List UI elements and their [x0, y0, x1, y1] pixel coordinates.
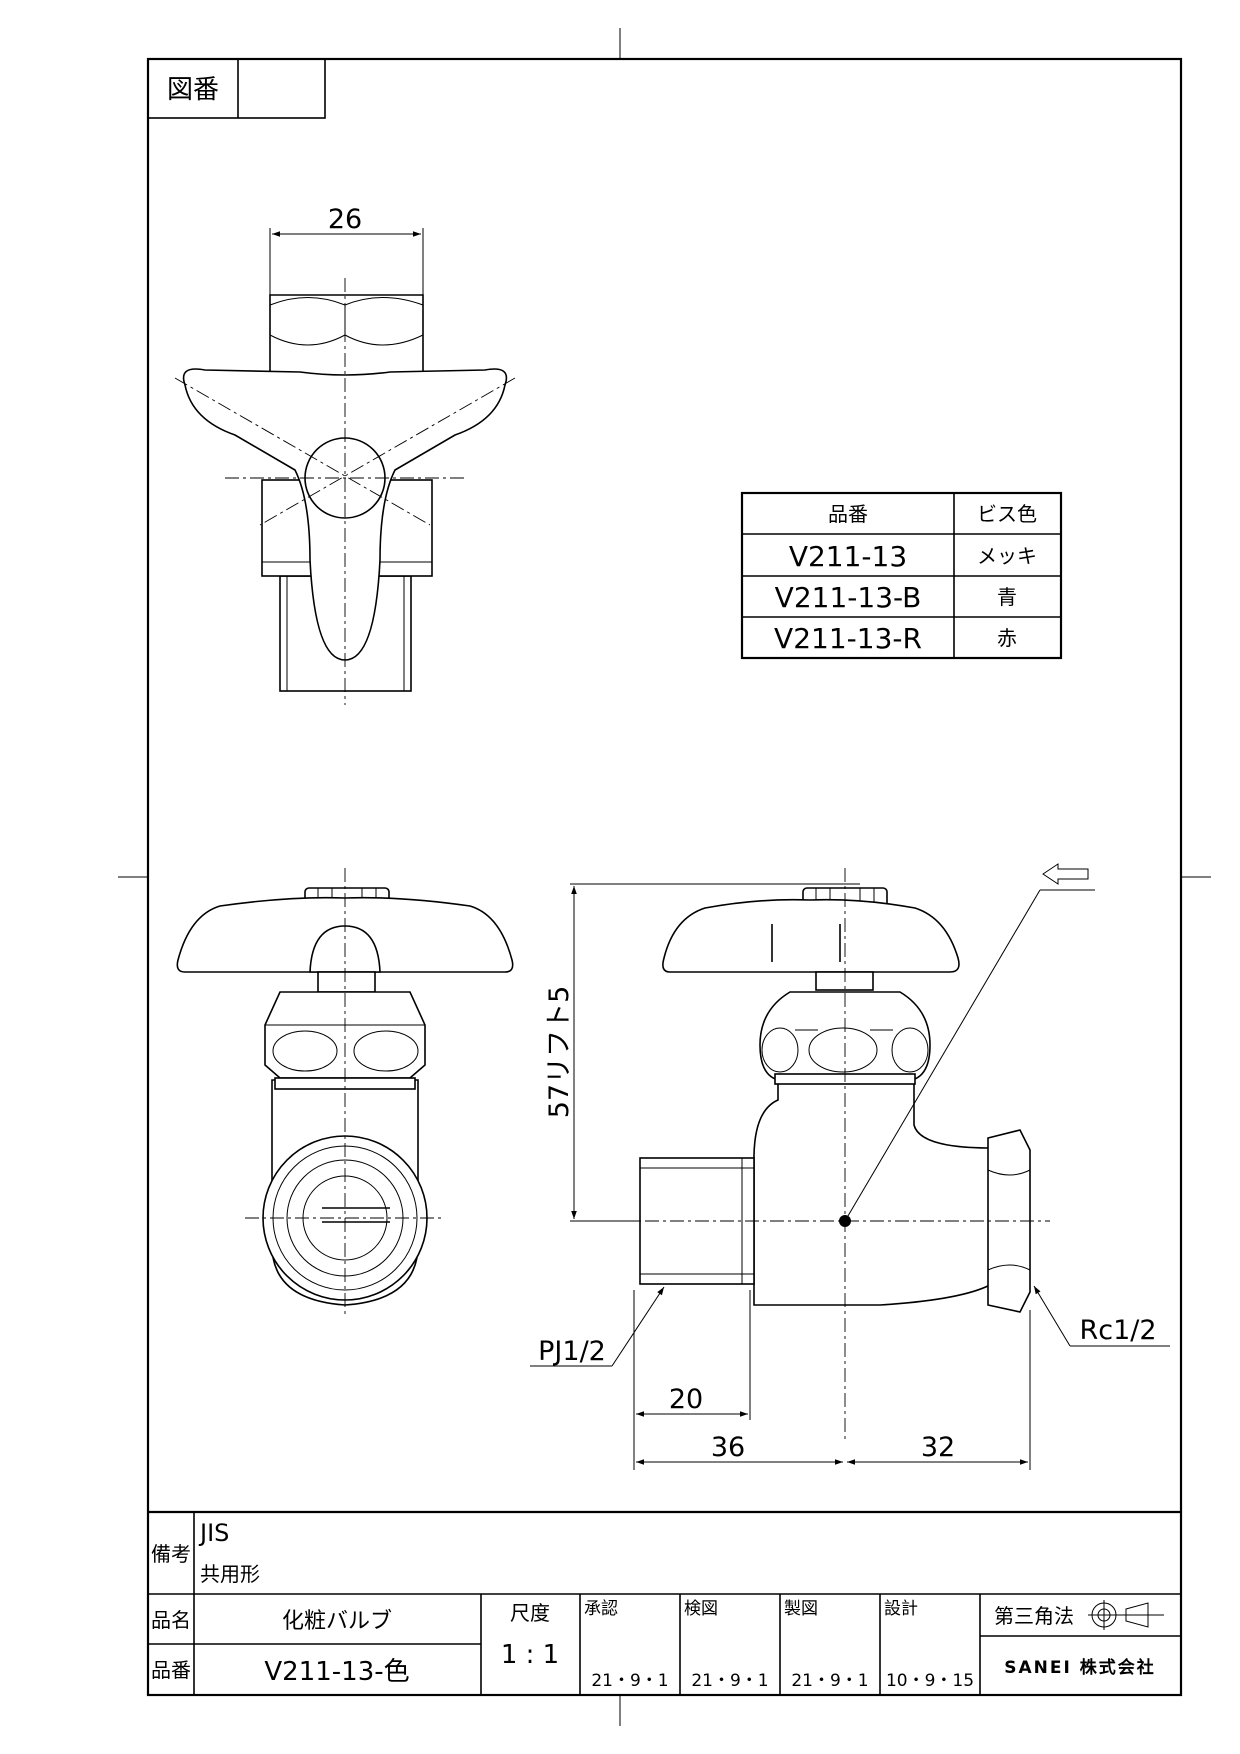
designed-date: 10・9・15: [886, 1671, 974, 1691]
side-view: 57リフト5 PJ1/2 Rc1/2 20 36 32: [530, 863, 1170, 1470]
remarks-line2: 共用形: [200, 1562, 260, 1586]
table-cell-color: メッキ: [977, 544, 1037, 568]
remarks-line1: JIS: [198, 1519, 229, 1547]
table-cell-part: V211-13: [789, 540, 907, 573]
dim-right-length: 32: [921, 1432, 955, 1463]
dim-top-width: 26: [328, 204, 362, 235]
table-cell-part: V211-13-R: [774, 622, 922, 655]
scale-value: 1 : 1: [501, 1640, 559, 1670]
name-value: 化粧バルブ: [282, 1609, 392, 1634]
dim-thread-length: 20: [669, 1384, 703, 1415]
designed-label: 設計: [884, 1599, 918, 1619]
company-name: SANEI 株式会社: [1004, 1657, 1155, 1678]
table-header-part: 品番: [828, 502, 868, 526]
front-view: [176, 868, 514, 1318]
checked-date: 21・9・1: [691, 1671, 768, 1691]
number-label: 品番: [151, 1658, 191, 1682]
third-angle-projection-icon: [1088, 1600, 1164, 1630]
number-value: V211-13-色: [264, 1657, 409, 1687]
dim-inlet-thread: Rc1/2: [1079, 1315, 1156, 1346]
drawing-number-label: 図番: [167, 75, 219, 105]
approved-label: 承認: [584, 1599, 618, 1619]
sheet-border: [118, 28, 1211, 1726]
table-cell-color: 青: [997, 585, 1017, 609]
remarks-label: 備考: [151, 1542, 191, 1566]
drawing-number-box: 図番: [147, 58, 326, 119]
title-block: 備考 JIS 共用形 品名 化粧バルブ 品番 V211-13-色 尺度 1 : …: [148, 1510, 1181, 1695]
name-label: 品名: [151, 1608, 191, 1632]
drawn-date: 21・9・1: [791, 1671, 868, 1691]
checked-label: 検図: [684, 1599, 718, 1619]
dim-outlet-thread: PJ1/2: [538, 1336, 606, 1367]
leader-arrow-icon: [1042, 863, 1089, 885]
table-cell-color: 赤: [997, 626, 1017, 650]
top-view: 26: [174, 204, 516, 705]
projection-label: 第三角法: [994, 1604, 1074, 1628]
dim-left-length: 36: [711, 1432, 745, 1463]
drawn-label: 製図: [784, 1599, 818, 1619]
table-header-color: ビス色: [977, 502, 1037, 526]
variant-table: 品番 ビス色 V211-13 メッキ V211-13-B 青 V211-13-R…: [740, 491, 1063, 660]
approved-date: 21・9・1: [591, 1671, 668, 1691]
dim-height-lift: 57リフト5: [544, 986, 575, 1119]
scale-label: 尺度: [510, 1601, 550, 1625]
table-cell-part: V211-13-B: [775, 581, 922, 614]
